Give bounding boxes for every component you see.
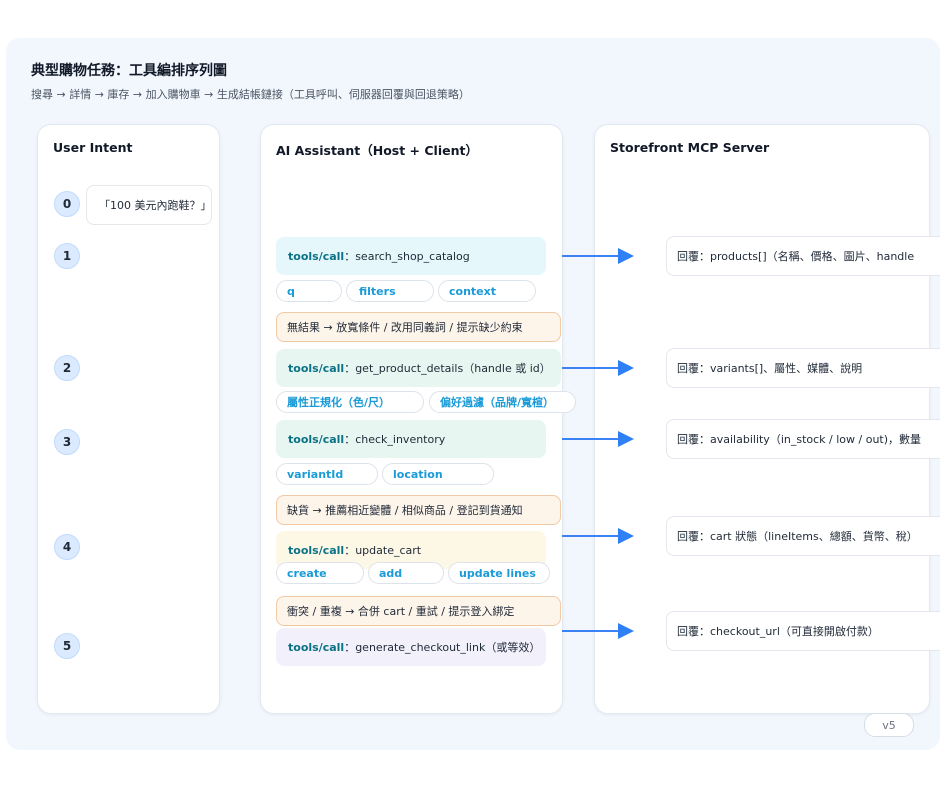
request-arrow-2 <box>562 360 634 376</box>
fallback-note-no-results: 無結果 → 放寬條件 / 改用同義詞 / 提示缺少約束 <box>276 312 561 342</box>
call-keyword: tools/call <box>288 543 345 557</box>
version-badge: v5 <box>864 713 914 737</box>
arrow-head-icon <box>618 360 634 376</box>
diagram-subtitle: 搜尋 → 詳情 → 庫存 → 加入購物車 → 生成結帳鏈接（工具呼叫、伺服器回覆… <box>31 88 470 101</box>
call-generate-checkout-link: tools/call：generate_checkout_link（或等效） <box>276 628 546 666</box>
arrow-head-icon <box>618 623 634 639</box>
call-text: ：generate_checkout_link（或等效） <box>344 641 541 654</box>
server-header: Storefront MCP Server <box>610 140 770 155</box>
step-1-badge: 1 <box>54 243 80 269</box>
arrow-head-icon <box>618 431 634 447</box>
param-chip-preference-filter: 偏好過濾（品牌/寬楦） <box>429 391 576 413</box>
reply-availability: 回覆：availability（in_stock / low / out)，數量 <box>666 419 940 459</box>
diagram-title: 典型購物任務：工具編排序列圖 <box>31 63 227 79</box>
param-chip-context: context <box>438 280 536 302</box>
step-4-badge: 4 <box>54 534 80 560</box>
arrow-head-icon <box>618 528 634 544</box>
reply-products: 回覆：products[]（名稱、價格、圖片、handle <box>666 236 940 276</box>
request-arrow-1 <box>562 248 634 264</box>
step-3-badge: 3 <box>54 429 80 455</box>
call-text: ：search_shop_catalog <box>344 250 470 263</box>
param-chip-q: q <box>276 280 342 302</box>
param-chip-update-lines: update lines <box>448 562 550 584</box>
param-chip-location: location <box>382 463 494 485</box>
request-arrow-5 <box>562 623 634 639</box>
call-check-inventory: tools/call：check_inventory <box>276 420 546 458</box>
call-keyword: tools/call <box>288 249 345 263</box>
param-chip-variantid: variantId <box>276 463 378 485</box>
arrow-head-icon <box>618 248 634 264</box>
user-query-bubble: 「100 美元內跑鞋？」 <box>86 185 212 225</box>
call-search-shop-catalog: tools/call：search_shop_catalog <box>276 237 546 275</box>
param-chip-create: create <box>276 562 364 584</box>
step-2-badge: 2 <box>54 355 80 381</box>
call-text: ：update_cart <box>344 544 422 557</box>
fallback-note-out-of-stock: 缺貨 → 推薦相近變體 / 相似商品 / 登記到貨通知 <box>276 495 561 525</box>
reply-checkout-url: 回覆：checkout_url（可直接開啟付款） <box>666 611 940 651</box>
call-keyword: tools/call <box>288 432 345 446</box>
request-arrow-3 <box>562 431 634 447</box>
reply-cart-status: 回覆：cart 狀態（lineItems、總額、貨幣、稅） <box>666 516 940 556</box>
assistant-header: AI Assistant（Host + Client） <box>276 143 478 158</box>
reply-variants: 回覆：variants[]、屬性、媒體、說明 <box>666 348 940 388</box>
step-0-badge: 0 <box>54 191 80 217</box>
user-intent-header: User Intent <box>53 140 133 155</box>
call-text: ：get_product_details（handle 或 id） <box>344 362 551 375</box>
call-text: ：check_inventory <box>344 433 446 446</box>
step-5-badge: 5 <box>54 633 80 659</box>
call-keyword: tools/call <box>288 361 345 375</box>
call-get-product-details: tools/call：get_product_details（handle 或 … <box>276 349 561 387</box>
param-chip-filters: filters <box>346 280 434 302</box>
fallback-note-conflict: 衝突 / 重複 → 合併 cart / 重試 / 提示登入綁定 <box>276 596 561 626</box>
call-keyword: tools/call <box>288 640 345 654</box>
param-chip-normalize: 屬性正規化（色/尺） <box>276 391 424 413</box>
request-arrow-4 <box>562 528 634 544</box>
param-chip-add: add <box>368 562 444 584</box>
